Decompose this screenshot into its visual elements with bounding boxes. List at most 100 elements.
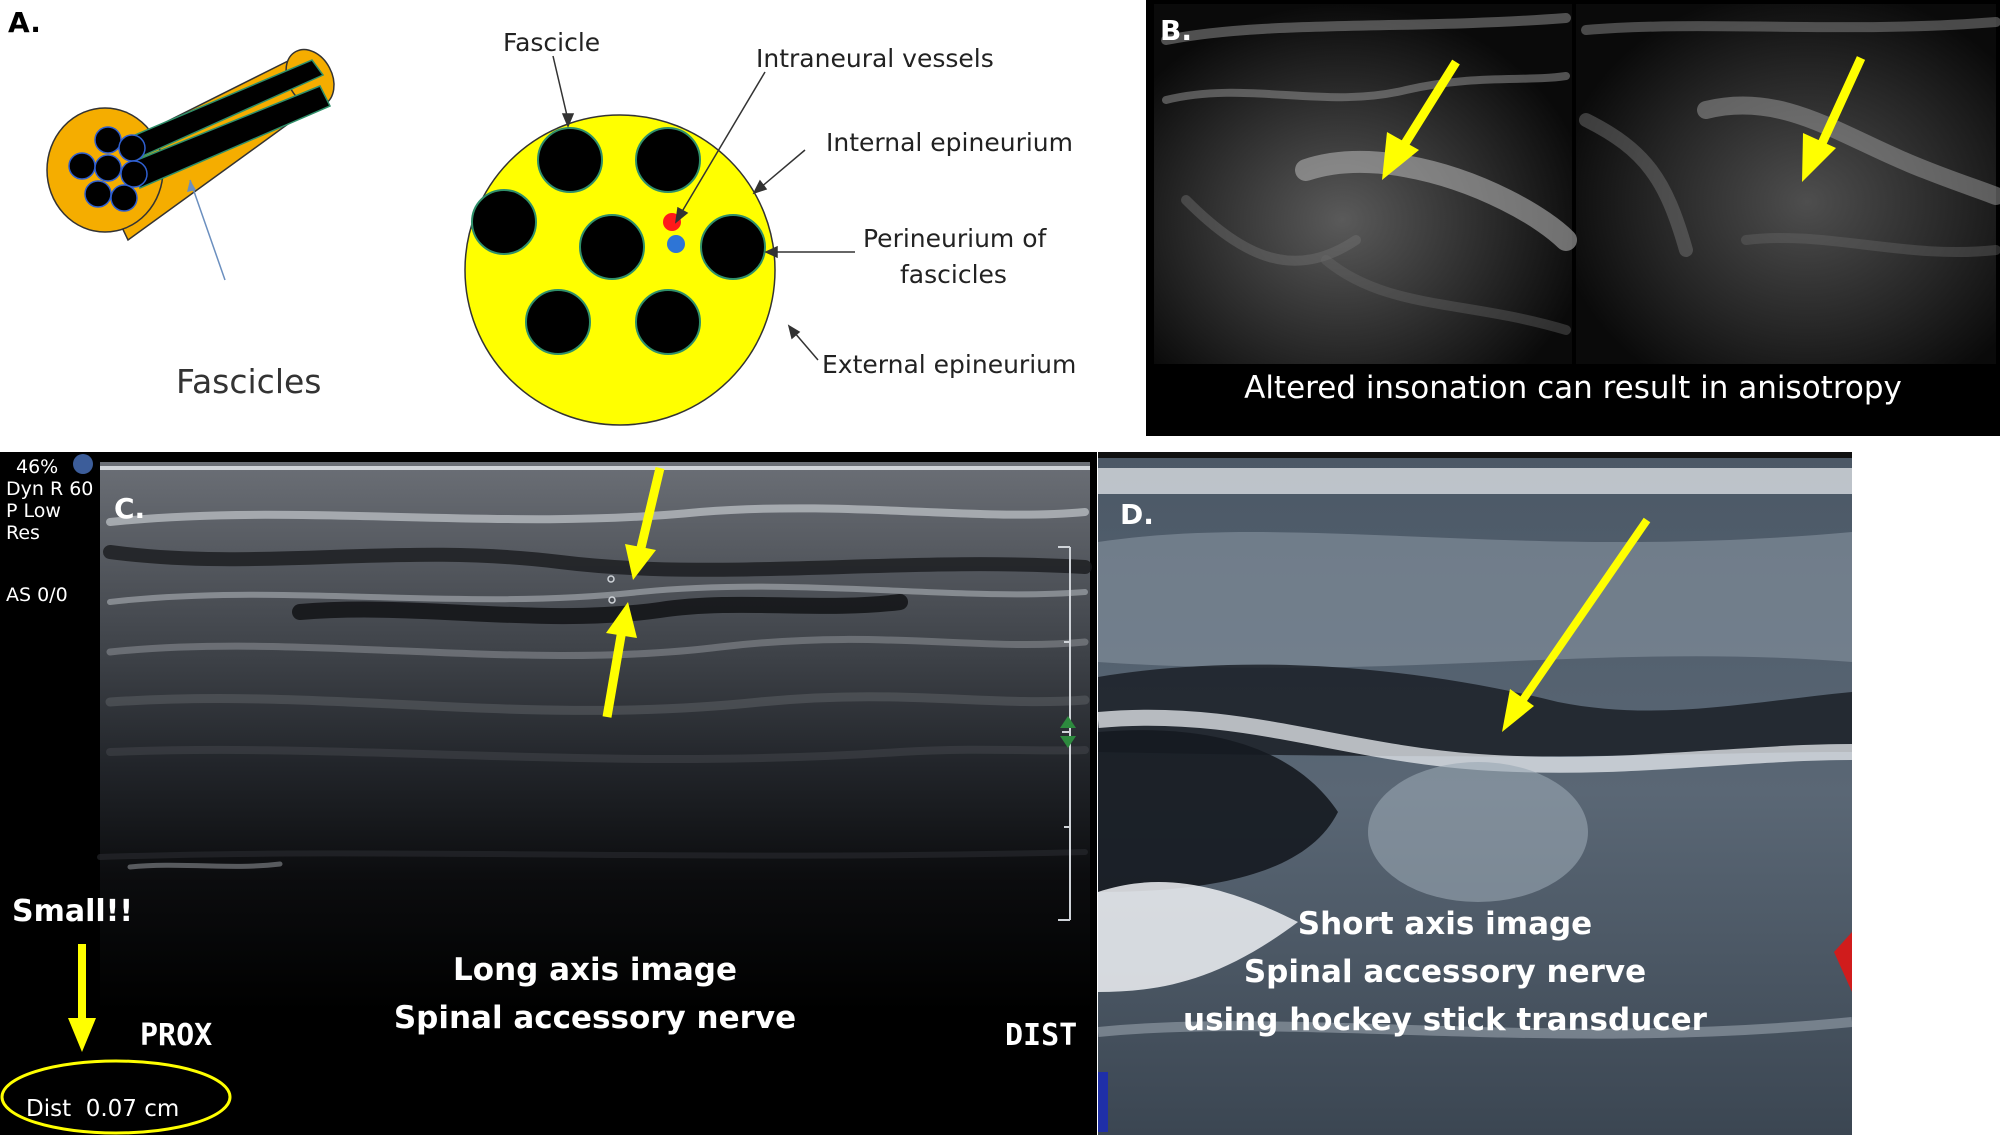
d-nerve-cross-section — [1368, 762, 1588, 902]
panel-c-ultrasound — [0, 454, 1092, 1135]
c-small-arrow — [68, 944, 96, 1052]
fascicle-circle-6 — [525, 289, 591, 355]
c-layer-1 — [106, 504, 1089, 526]
vessels-leader — [679, 71, 766, 216]
c-caption-line1: Long axis image — [453, 952, 737, 988]
d-caption-line1: Short axis image — [1297, 906, 1593, 942]
c-caliper-bottom — [608, 596, 616, 604]
fascicle-circle-4 — [579, 214, 645, 280]
c-depth-scale — [1058, 546, 1071, 921]
b-arrows — [1382, 56, 1866, 182]
b-left-nerve — [1295, 150, 1577, 251]
c-caption-line2: Spinal accessory nerve — [393, 1000, 797, 1036]
internal-epineurium-leader — [759, 149, 806, 189]
b-left-band-2 — [1162, 72, 1570, 104]
d-color-marker-red — [1834, 932, 1852, 992]
external-epineurium-leader — [793, 331, 819, 361]
c-layer-6 — [106, 745, 1089, 764]
fascicle-circle-2 — [635, 127, 701, 193]
d-tissue-shapes — [1098, 532, 1852, 1039]
c-measurement-ellipse — [0, 1059, 232, 1135]
b-arrow-right-shaft — [1814, 56, 1866, 152]
c-measurement-readout: Dist 0.07 cm — [26, 1096, 180, 1122]
c-setting-resolution: Res — [6, 522, 40, 544]
panel-b-label: B. — [1160, 14, 1192, 47]
c-focus-marker-up — [1060, 716, 1076, 728]
panel-b-ultrasound — [1154, 4, 2000, 364]
label-internal-epineurium: Internal epineurium — [826, 128, 1073, 157]
b-right-band-3 — [1741, 233, 2000, 257]
d-color-marker-blue — [1098, 1072, 1108, 1132]
label-perineurium-line1: Perineurium of — [863, 224, 1047, 253]
c-setting-power: P Low — [6, 500, 61, 522]
c-layer-4 — [106, 635, 1089, 659]
b-arrow-right-head — [1802, 133, 1836, 182]
fascicles-pointer-line — [189, 179, 226, 281]
fascicle-circle-1 — [537, 127, 603, 193]
b-left-band-4 — [1321, 255, 1571, 335]
b-right-tissue-bands — [1579, 17, 2000, 257]
fascicle-end-7 — [110, 184, 138, 212]
d-bright-layer-top — [1098, 468, 1852, 494]
b-left-band-3 — [1181, 195, 1361, 266]
panel-c-label: C. — [114, 492, 146, 525]
b-right-nerve — [1697, 96, 2000, 205]
b-right-band-1 — [1581, 17, 2000, 35]
c-caliper-top — [607, 575, 615, 583]
label-external-epineurium: External epineurium — [822, 350, 1077, 379]
d-caption-line3: using hockey stick transducer — [1183, 1002, 1707, 1038]
panel-d-label: D. — [1120, 498, 1154, 531]
d-nerve-arrow — [1502, 517, 1651, 732]
d-bright-region — [1098, 882, 1298, 992]
d-arrow-shaft — [1514, 517, 1651, 710]
fascicles-pointer-head — [187, 180, 196, 192]
b-right-image — [1576, 4, 1996, 364]
c-arrow-up-shaft — [602, 629, 627, 718]
d-top-bar — [1098, 452, 1852, 458]
intraneural-vein — [667, 235, 685, 253]
panel-a: A. Fascicles — [0, 0, 1140, 440]
b-left-tissue-bands — [1161, 13, 1577, 335]
fascicle-circle-7 — [635, 289, 701, 355]
c-dist-label: DIST — [1005, 1018, 1078, 1053]
c-layer-2 — [103, 545, 1092, 577]
c-setting-gain: 46% — [16, 456, 59, 478]
c-setting-dynamic-range: Dyn R 60 — [6, 478, 94, 500]
panel-b-caption: Altered insonation can result in anisotr… — [1244, 370, 1902, 406]
vessels-leader-head — [674, 206, 689, 224]
c-nerve-dark — [292, 594, 908, 625]
fascicles-label: Fascicles — [176, 362, 322, 401]
label-intraneural-vessels: Intraneural vessels — [756, 44, 994, 73]
c-focus-marker-down — [1060, 736, 1076, 748]
d-caption-line2: Spinal accessory nerve — [1243, 954, 1647, 990]
external-epineurium-leader-head — [787, 324, 801, 340]
panel-b: B. Altered insonation can result in anis… — [1146, 0, 2000, 436]
c-layer-3 — [107, 583, 1088, 605]
b-arrow-left-head — [1382, 132, 1419, 180]
panel-c: 46% Dyn R 60 P Low Res AS 0/0 C. Small!!… — [0, 452, 1097, 1135]
c-small-arrow-head — [68, 1018, 96, 1052]
fascicle-leader — [552, 55, 569, 121]
fascicle-circle-3 — [471, 189, 537, 255]
c-probe-orientation-icon — [73, 454, 93, 474]
c-caliper-marks — [607, 575, 616, 604]
panel-a-label: A. — [8, 6, 41, 39]
b-right-band-2 — [1579, 113, 1693, 257]
b-arrow-left-shaft — [1397, 59, 1460, 153]
panel-d: D. Short axis image Spinal accessory ner… — [1098, 452, 1852, 1135]
label-fascicle: Fascicle — [503, 28, 601, 57]
c-tissue-layers — [97, 504, 1092, 870]
c-small-note: Small!! — [12, 894, 134, 929]
fascicle-end-5 — [120, 160, 148, 188]
panel-d-ultrasound — [1098, 452, 1852, 1135]
fascicle-end-4 — [94, 154, 122, 182]
cross-section-leader-lines — [552, 55, 855, 361]
c-arrow-down-shaft — [635, 466, 665, 554]
c-setting-as: AS 0/0 — [6, 584, 68, 606]
d-deep-layer — [1098, 1017, 1852, 1039]
internal-epineurium-leader-head — [752, 179, 768, 195]
fascicle-circle-5 — [700, 214, 766, 280]
fascicle-ends — [68, 126, 148, 212]
d-arrow-head — [1502, 689, 1534, 732]
fascicle-circles — [471, 127, 766, 355]
